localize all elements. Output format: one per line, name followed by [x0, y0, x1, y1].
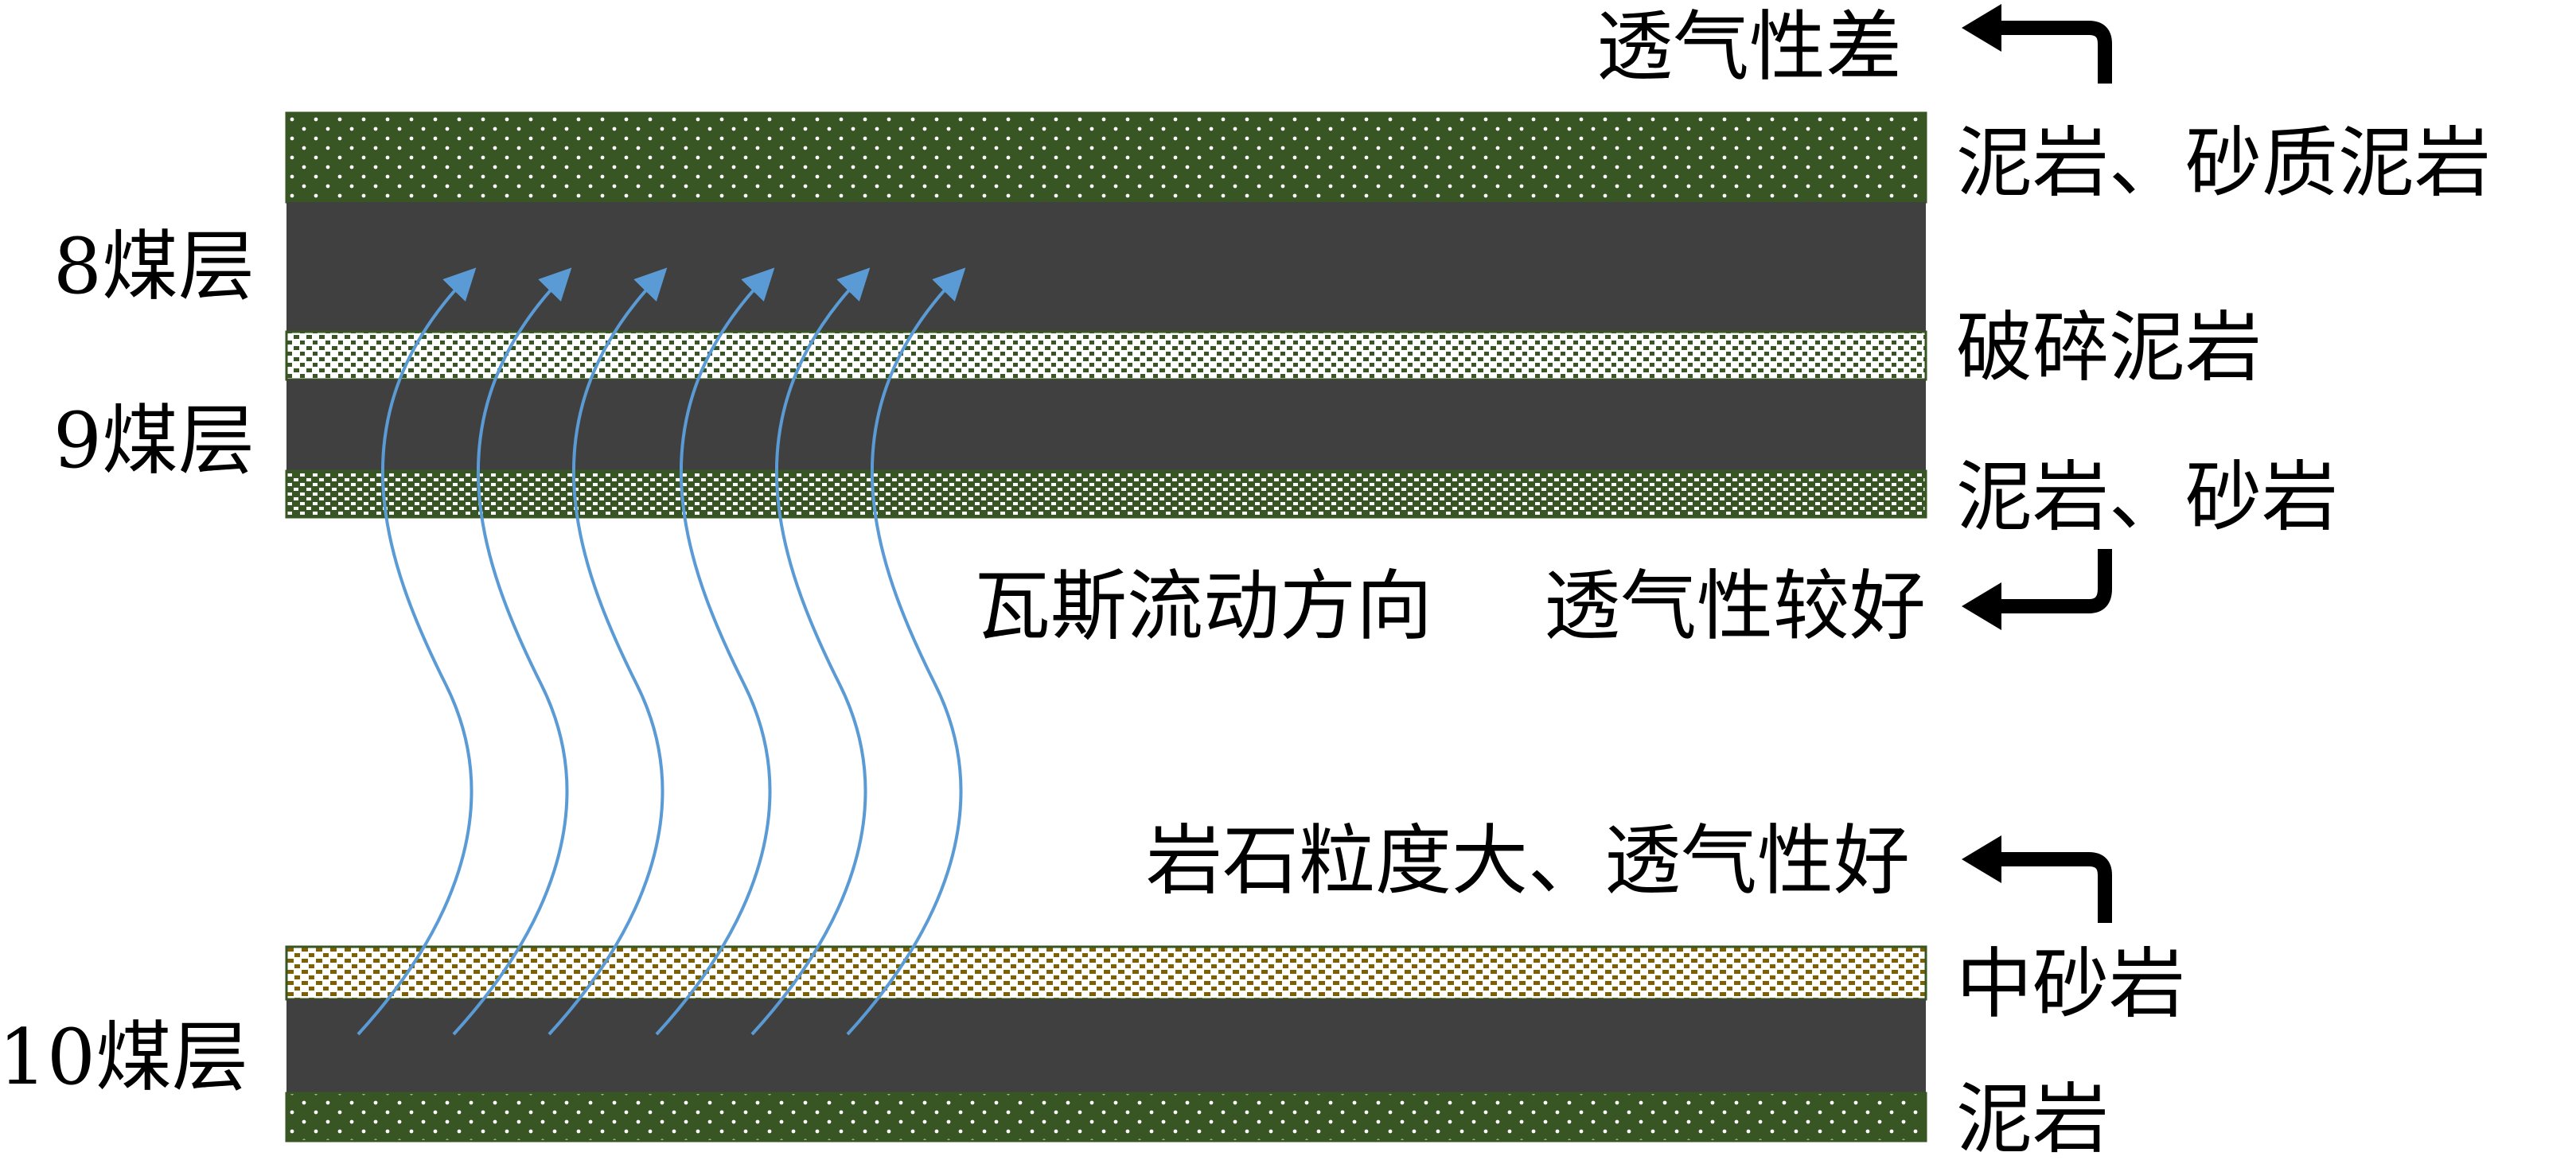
mudstone-label: 泥岩: [1956, 1075, 2109, 1160]
poor-permeability-label: 透气性差: [1596, 2, 1902, 91]
seam-9-label: 9煤层: [53, 396, 255, 485]
bent-arrow-icon: [1962, 549, 2105, 630]
layer-broken-mudstone: [286, 332, 1926, 380]
gas-flow-direction-label: 瓦斯流动方向: [974, 562, 1432, 651]
layer-coal-seam-10: [286, 999, 1926, 1093]
mudstone-sandy-mudstone-label: 泥岩、砂质泥岩: [1956, 119, 2491, 208]
better-permeability-label: 透气性较好: [1544, 562, 1926, 651]
layer-mudstone-sandy-mudstone: [286, 113, 1926, 202]
bent-arrow-icon: [1962, 835, 2105, 923]
layer-medium-sandstone: [286, 947, 1926, 999]
layer-mudstone: [286, 1093, 1926, 1141]
layer-mudstone-sandstone: [286, 471, 1926, 517]
bent-arrow-icon: [1962, 4, 2105, 84]
seam-10-label: 10煤层: [0, 1013, 248, 1102]
layer-coal-seam-9: [286, 380, 1926, 471]
medium-sandstone-label: 中砂岩: [1956, 940, 2185, 1029]
seam-8-label: 8煤层: [53, 222, 255, 311]
broken-mudstone-label: 破碎泥岩: [1956, 303, 2262, 392]
mudstone-sandstone-label: 泥岩、砂岩: [1956, 453, 2338, 542]
large-grain-good-permeability-label: 岩石粒度大、透气性好: [1146, 816, 1910, 905]
